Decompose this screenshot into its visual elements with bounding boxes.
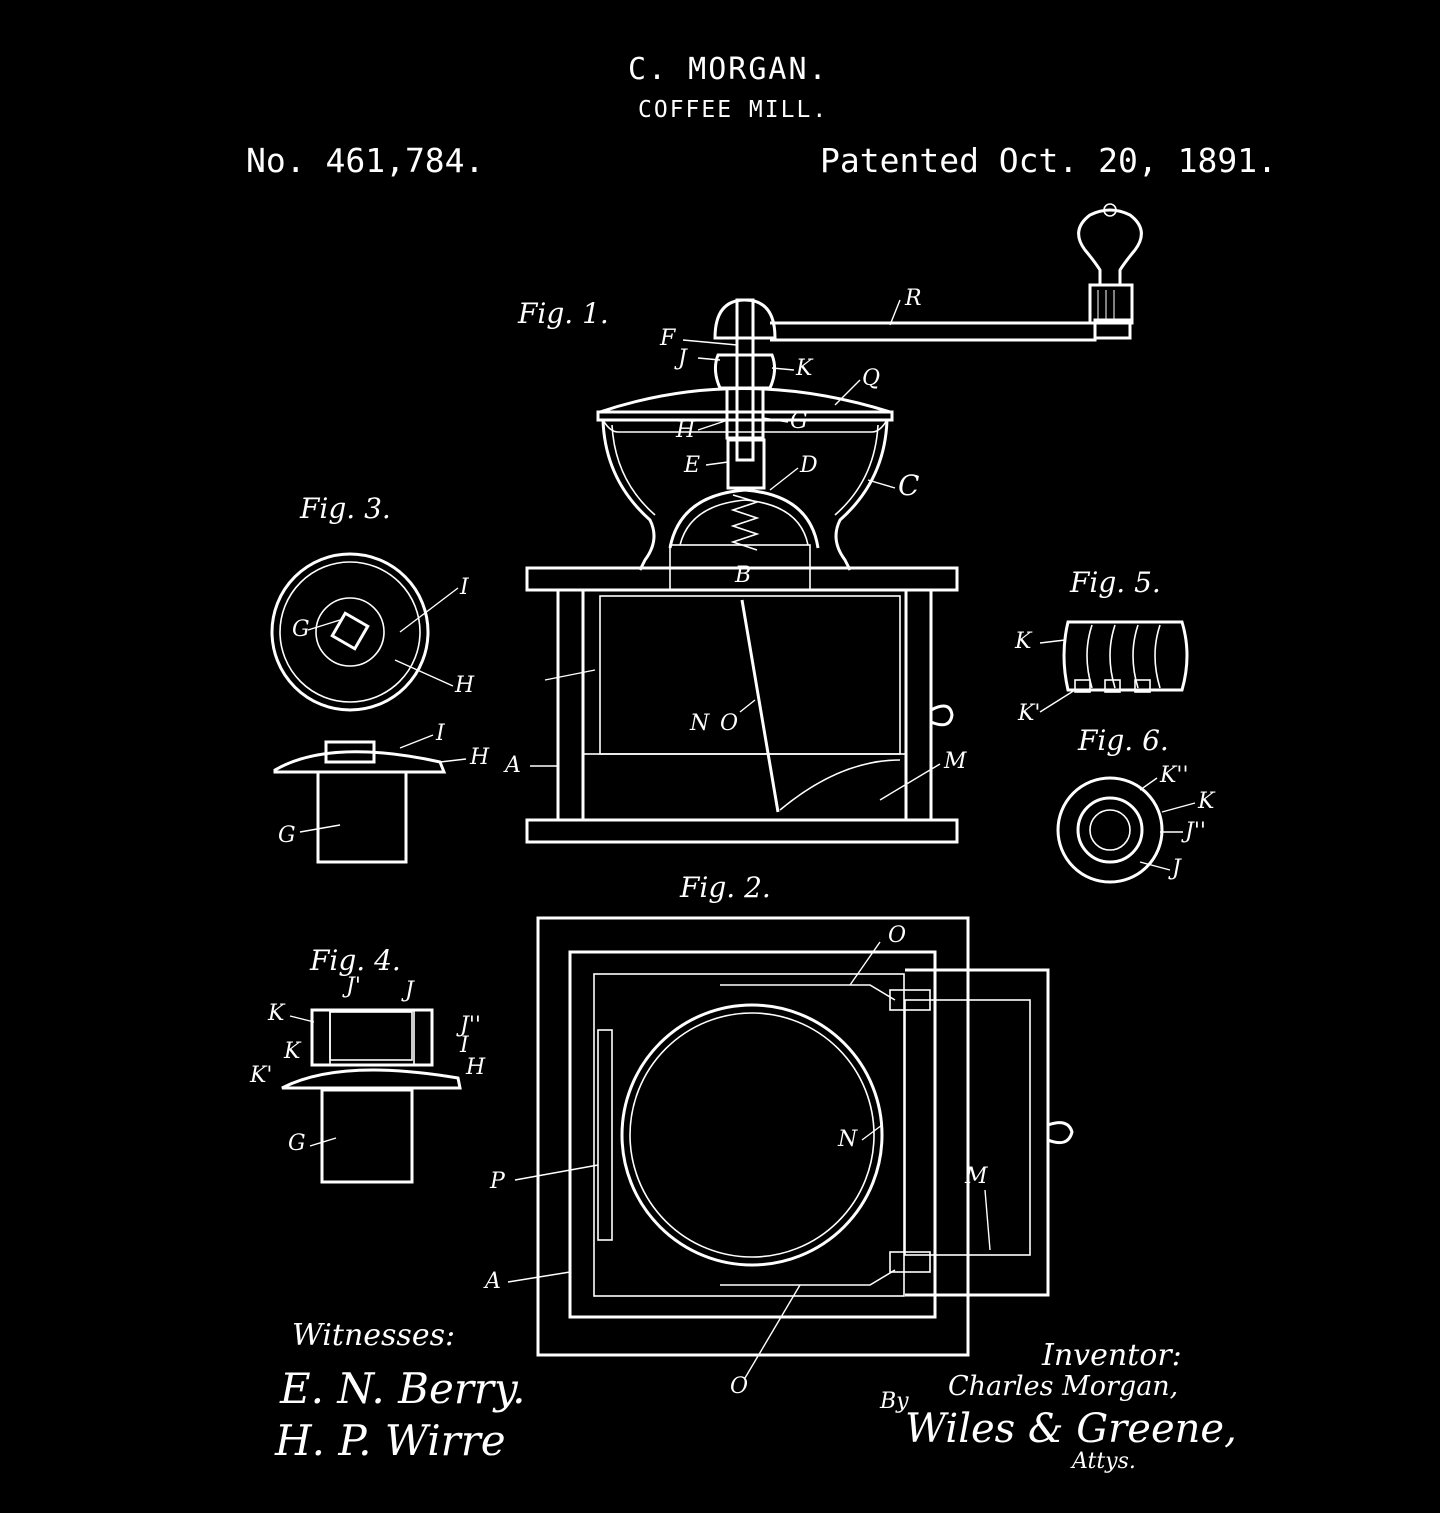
part-label: P: [489, 1169, 506, 1194]
by-label: By: [879, 1389, 909, 1414]
part-label: G: [288, 1131, 306, 1156]
part-label: J'': [1181, 819, 1206, 844]
part-label: J: [401, 978, 415, 1003]
part-label: M: [943, 749, 967, 774]
part-label: C: [898, 469, 919, 502]
signature-block: Witnesses: E. N. Berry. H. P. Wirre Inve…: [274, 1318, 1237, 1474]
part-label: K: [1197, 789, 1216, 814]
figure-3-label: Fig. 3.: [299, 492, 391, 525]
part-label: G: [790, 409, 808, 434]
witnesses-label: Witnesses:: [292, 1318, 455, 1353]
part-label: G: [278, 823, 296, 848]
attorneys-signature: Wiles & Greene,: [905, 1406, 1237, 1452]
part-label: D: [799, 453, 818, 478]
part-label: K: [267, 1001, 286, 1026]
figure-5: Fig. 5.: [1062, 566, 1189, 693]
part-label: K': [249, 1063, 272, 1088]
part-label: K': [1017, 701, 1040, 726]
part-label: I: [459, 1033, 470, 1058]
part-label: I: [435, 721, 446, 746]
figure-5-label: Fig. 5.: [1069, 566, 1161, 599]
part-label: N: [837, 1127, 858, 1152]
part-labels: R F J K Q H G E D C B N O A M O N M P A …: [249, 286, 1216, 1399]
part-label: N: [689, 711, 710, 736]
part-label: H: [465, 1055, 486, 1080]
patent-date: Patented Oct. 20, 1891.: [820, 141, 1277, 180]
part-label: J'': [456, 1013, 481, 1038]
figure-1-label: Fig. 1.: [517, 297, 609, 330]
part-label: Q: [862, 366, 880, 391]
part-label: O: [888, 923, 906, 948]
figure-6-label: Fig. 6.: [1077, 724, 1169, 757]
witness-signature-1: E. N. Berry.: [279, 1364, 526, 1413]
part-label: K: [795, 356, 814, 381]
leader-lines: [289, 299, 1196, 1379]
crank-handle-drawing: [770, 203, 1143, 342]
part-label: K: [1014, 629, 1033, 654]
figure-1: Fig. 1.: [517, 203, 1143, 844]
part-label: A: [483, 1269, 501, 1294]
patent-number: No. 461,784.: [246, 141, 485, 180]
part-label: F: [659, 326, 676, 351]
figure-4: Fig. 4.: [281, 944, 462, 1184]
inventor-label: Inventor:: [1041, 1338, 1182, 1373]
part-label: H: [469, 745, 490, 770]
invention-title: COFFEE MILL.: [638, 97, 829, 123]
figure-2: Fig. 2.: [536, 871, 1074, 1357]
part-label: I: [459, 575, 470, 600]
inventor-signature: Charles Morgan,: [948, 1371, 1178, 1402]
part-label: O: [720, 711, 738, 736]
inventor-name: C. MORGAN.: [628, 52, 829, 87]
figure-6: Fig. 6.: [1056, 724, 1169, 884]
part-label: G: [292, 617, 310, 642]
part-label: K: [283, 1039, 302, 1064]
figure-4-label: Fig. 4.: [309, 944, 401, 977]
part-label: J': [342, 974, 361, 999]
part-label: R: [904, 286, 922, 311]
part-label: K'': [1159, 763, 1189, 788]
part-label: H: [675, 418, 696, 443]
figure-3: Fig. 3.: [270, 492, 447, 864]
part-label: O: [730, 1374, 748, 1399]
part-label: A: [503, 753, 521, 778]
witness-signature-2: H. P. Wirre: [274, 1416, 506, 1465]
part-label: H: [454, 673, 475, 698]
part-label: J: [1168, 856, 1182, 881]
figure-2-label: Fig. 2.: [679, 871, 771, 904]
part-label: B: [734, 563, 751, 588]
part-label: J: [674, 346, 688, 371]
part-label: E: [683, 453, 700, 478]
attorneys-label: Attys.: [1070, 1449, 1136, 1474]
part-label: M: [964, 1164, 988, 1189]
